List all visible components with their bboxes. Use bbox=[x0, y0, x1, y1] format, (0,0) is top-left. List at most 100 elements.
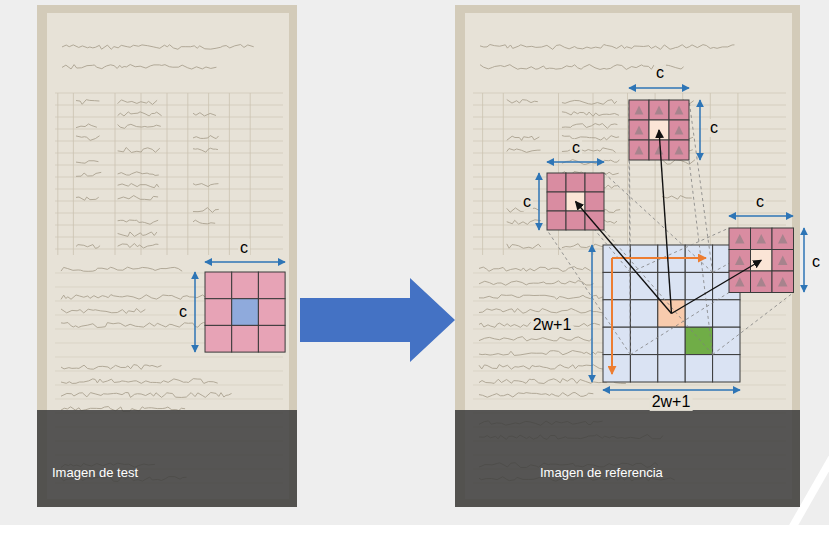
dimension-label: c bbox=[810, 253, 822, 271]
grid-cell bbox=[603, 355, 630, 382]
grid-cell bbox=[205, 272, 232, 299]
handwriting bbox=[118, 172, 159, 176]
column-line bbox=[187, 93, 188, 255]
handwriting bbox=[76, 124, 97, 128]
grid-cell bbox=[585, 192, 604, 211]
handwriting bbox=[61, 295, 225, 300]
handwriting bbox=[62, 65, 216, 69]
ruled-line bbox=[55, 385, 283, 386]
ruled-line bbox=[55, 225, 283, 226]
column-line bbox=[167, 93, 168, 255]
grid-cell bbox=[772, 271, 794, 293]
correspondence-line bbox=[713, 293, 794, 355]
handwriting bbox=[507, 220, 541, 225]
handwriting bbox=[118, 220, 159, 224]
dimension-arrow bbox=[205, 261, 285, 263]
handwriting bbox=[562, 100, 617, 105]
ruled-line bbox=[473, 93, 786, 94]
ruled-line bbox=[55, 165, 283, 166]
grid-cell bbox=[205, 325, 232, 352]
pixel-marker bbox=[635, 126, 644, 135]
column-line bbox=[482, 93, 483, 255]
column-line bbox=[141, 93, 142, 255]
grid-cell bbox=[713, 355, 740, 382]
handwriting bbox=[562, 112, 619, 117]
grid-cell bbox=[649, 100, 669, 120]
column-line bbox=[57, 93, 58, 255]
handwriting bbox=[118, 232, 157, 236]
pixel-marker bbox=[675, 126, 684, 135]
column-line bbox=[710, 93, 711, 255]
grid-cell bbox=[566, 211, 585, 230]
grid-cell bbox=[603, 300, 630, 327]
grid-cell bbox=[603, 272, 630, 299]
pixel-marker bbox=[735, 256, 744, 265]
ruled-line bbox=[473, 189, 786, 190]
ruled-line bbox=[55, 117, 283, 118]
mapping-arrow bbox=[672, 260, 762, 313]
handwriting bbox=[118, 196, 159, 200]
dimension-label: c bbox=[238, 239, 250, 257]
ledger-photo bbox=[37, 5, 297, 507]
grid-cell bbox=[205, 299, 232, 326]
grid-cell bbox=[547, 173, 566, 192]
pixel-marker bbox=[675, 106, 684, 115]
pixel-marker bbox=[635, 146, 644, 155]
column-line bbox=[115, 93, 116, 255]
ruled-line bbox=[55, 177, 283, 178]
handwriting bbox=[118, 112, 162, 116]
block-arrow bbox=[300, 278, 455, 362]
scan-arrow bbox=[612, 257, 706, 259]
handwriting bbox=[507, 149, 541, 153]
grid-cell bbox=[629, 140, 649, 160]
grid-cell bbox=[669, 100, 689, 120]
scan-arrow bbox=[611, 258, 613, 374]
grid-cell bbox=[658, 272, 685, 299]
ruled-line bbox=[55, 399, 283, 400]
grid-cell bbox=[630, 327, 657, 354]
caption-band: Imagen de referencia bbox=[455, 410, 800, 507]
ruled-line bbox=[55, 201, 283, 202]
handwriting bbox=[61, 393, 232, 398]
grid-cell bbox=[669, 120, 689, 140]
column-line bbox=[503, 93, 504, 255]
column-line bbox=[250, 93, 251, 255]
grid-cell bbox=[658, 327, 685, 354]
handwriting bbox=[193, 220, 215, 224]
dimension-label: c bbox=[754, 193, 766, 211]
grid-cell bbox=[629, 100, 649, 120]
dimension-label: c bbox=[570, 139, 582, 157]
handwriting bbox=[562, 124, 617, 129]
ruled-line bbox=[55, 237, 283, 238]
handwriting bbox=[479, 337, 592, 341]
ruled-line bbox=[55, 93, 283, 94]
dimension-label: c bbox=[708, 119, 720, 137]
pixel-marker bbox=[635, 106, 644, 115]
handwriting bbox=[61, 309, 145, 314]
grid-cell bbox=[658, 355, 685, 382]
ruled-line bbox=[473, 385, 786, 386]
dimension-arrow bbox=[538, 173, 540, 230]
handwriting bbox=[118, 124, 161, 128]
column-line bbox=[229, 93, 230, 255]
mapping-arrow bbox=[576, 202, 672, 314]
handwriting bbox=[193, 136, 219, 139]
grid-cell bbox=[603, 327, 630, 354]
ruled-line bbox=[55, 141, 283, 142]
handwriting bbox=[507, 136, 540, 140]
dimension-label: c bbox=[177, 303, 189, 321]
grid-cell bbox=[772, 228, 794, 250]
pixel-marker bbox=[655, 106, 664, 115]
column-line bbox=[627, 93, 628, 255]
handwriting bbox=[76, 172, 101, 176]
handwriting bbox=[507, 100, 538, 103]
handwriting bbox=[193, 113, 216, 116]
dimension-arrow bbox=[803, 228, 805, 292]
pixel-marker bbox=[778, 277, 787, 286]
handwriting bbox=[479, 267, 591, 272]
image-caption: Imagen de test bbox=[52, 465, 138, 481]
handwriting bbox=[61, 365, 161, 370]
ruled-line bbox=[55, 213, 283, 214]
dimension-arrow bbox=[629, 87, 689, 89]
handwriting bbox=[193, 148, 218, 152]
